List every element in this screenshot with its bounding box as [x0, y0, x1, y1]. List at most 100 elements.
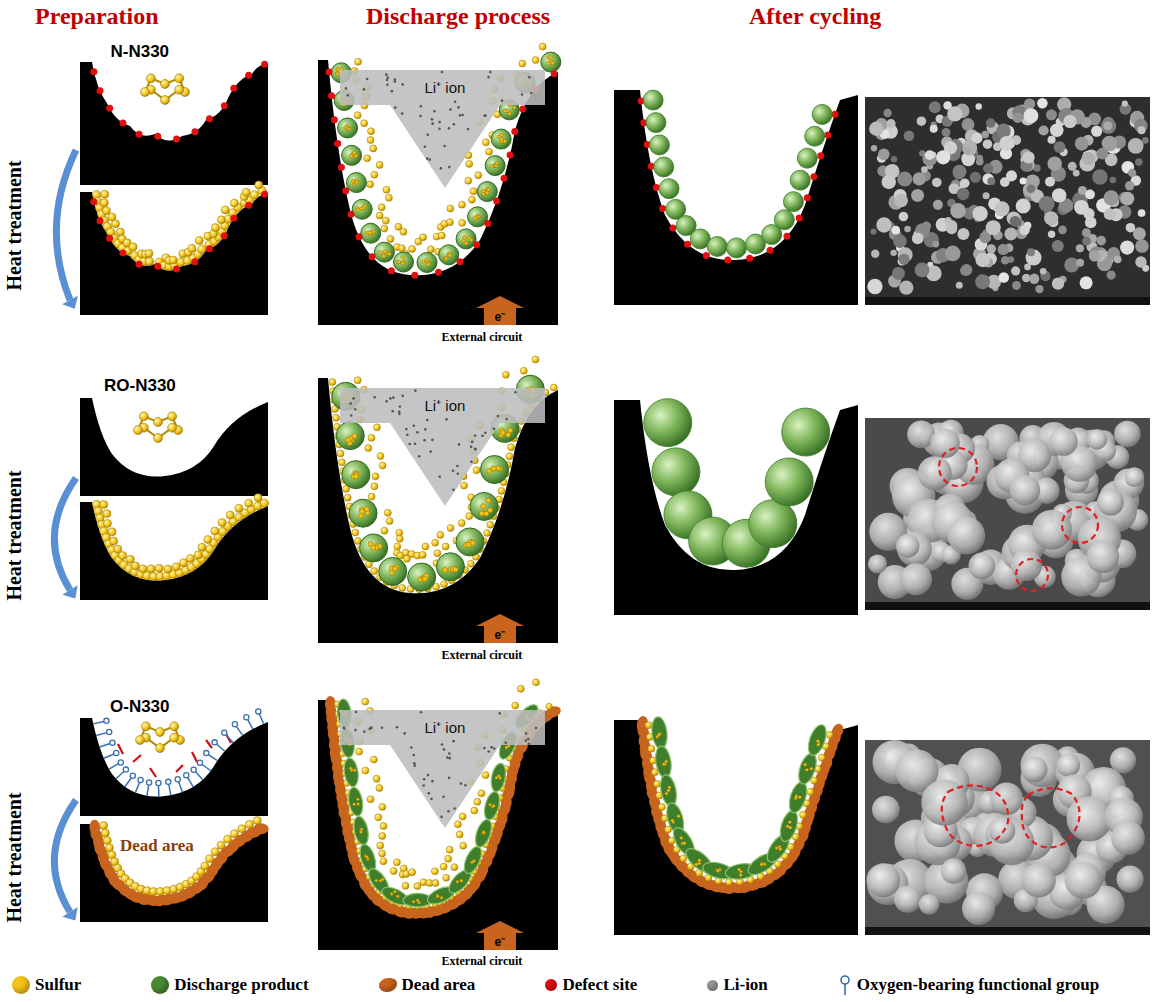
- dead-area-path: [328, 700, 558, 915]
- sulfur-particle: [440, 896, 443, 899]
- sulfur-particle: [412, 900, 415, 903]
- discharge-product: [652, 448, 700, 496]
- li-ion: [452, 469, 455, 472]
- defect-site: [369, 253, 376, 260]
- sem-particle: [1142, 137, 1149, 144]
- heat-arrow: [56, 150, 76, 300]
- sem-particle: [904, 226, 911, 233]
- li-ion: [527, 738, 530, 741]
- defect-site: [493, 198, 500, 205]
- sulfur-particle: [371, 483, 378, 490]
- defect-site: [136, 131, 143, 138]
- sem-particle: [1082, 152, 1095, 165]
- sulfur-particle: [471, 807, 478, 814]
- sem-particle: [878, 148, 890, 160]
- sulfur-particle: [446, 846, 453, 853]
- sulfur-particle: [359, 831, 362, 834]
- sulfur-particle: [470, 188, 477, 195]
- sem-particle: [953, 165, 967, 179]
- sulfur-particle: [145, 249, 153, 257]
- sulfur-atom: [134, 426, 143, 435]
- sem-particle: [957, 188, 969, 200]
- sulfur-particle: [458, 201, 465, 208]
- sem-particle: [904, 130, 914, 140]
- red-dash: [206, 740, 212, 748]
- legend-text: Dead area: [402, 975, 476, 995]
- li-ion: [342, 726, 345, 729]
- sulfur-particle: [653, 780, 660, 787]
- sem-highlights: [939, 448, 1098, 847]
- sulfur-particle: [549, 56, 553, 60]
- defect-site: [473, 241, 480, 248]
- sem-particle: [1027, 248, 1035, 256]
- sulfur-particle: [336, 72, 340, 76]
- sulfur-particle: [372, 473, 379, 480]
- sulfur-path: [92, 502, 268, 581]
- sem-particle: [948, 517, 986, 555]
- sem-particle: [983, 163, 993, 173]
- defect-site: [507, 152, 514, 159]
- li-ion: [399, 405, 402, 408]
- sulfur-particle: [362, 767, 369, 774]
- sulfur-particle: [147, 565, 155, 573]
- discharge-product: [489, 762, 508, 793]
- carbon-particle: [80, 398, 268, 496]
- functional-group-head: [156, 780, 161, 785]
- sem-image: [865, 97, 1150, 305]
- li-ion: [443, 145, 446, 148]
- sem-particle: [1114, 421, 1140, 447]
- sem-particle: [975, 274, 990, 289]
- red-dash: [133, 755, 141, 762]
- sulfur-particle: [503, 109, 507, 113]
- sulfur-particle: [422, 543, 429, 550]
- li-ion: [431, 780, 434, 783]
- sulfur-particle: [396, 535, 403, 542]
- sulfur-particle: [426, 263, 430, 267]
- sem-particle: [983, 139, 993, 149]
- sulfur-particle: [489, 803, 492, 806]
- sulfur-particle: [456, 880, 459, 883]
- sem-particle: [981, 131, 989, 139]
- li-ion: [453, 123, 456, 126]
- sem-particle: [1039, 125, 1049, 135]
- sulfur-particle: [761, 862, 764, 865]
- sem-particle: [1006, 170, 1017, 181]
- sulfur-particle: [394, 543, 401, 550]
- product-path: [328, 700, 558, 915]
- sulfur-particle: [383, 250, 387, 254]
- sulfur-particle: [103, 836, 111, 844]
- li-ion: [343, 727, 346, 730]
- sem-particle: [1011, 266, 1020, 275]
- li-ion: [389, 397, 392, 400]
- sulfur-particle: [368, 434, 375, 441]
- discharge-product: [659, 179, 679, 199]
- sulfur-particle: [145, 257, 153, 265]
- sulfur-particle: [384, 509, 391, 516]
- sulfur-particle: [425, 258, 429, 262]
- li-ion: [483, 747, 486, 750]
- product-path: [640, 720, 840, 890]
- sem-particle: [1096, 236, 1106, 246]
- functional-group-stem: [248, 719, 253, 729]
- sem-particle: [950, 203, 966, 219]
- sulfur-particle: [798, 796, 801, 799]
- discharge-product: [783, 192, 803, 212]
- sem-particle: [975, 253, 990, 268]
- li-ion: [470, 460, 473, 463]
- li-ion: [355, 711, 358, 714]
- li-ion: [441, 743, 444, 746]
- sulfur-particle: [379, 803, 386, 810]
- sulfur-particle: [221, 206, 229, 214]
- discharge-product: [374, 242, 394, 262]
- discharge-product: [352, 199, 372, 219]
- sulfur-particle: [459, 813, 466, 820]
- sem-info-bar: [865, 602, 1150, 610]
- defect-site: [261, 61, 268, 68]
- functional-group-path: [92, 718, 268, 797]
- sem-particle: [1082, 237, 1091, 246]
- sem-particle: [1058, 226, 1067, 235]
- li-ion: [467, 128, 470, 131]
- sem-particle: [986, 118, 996, 128]
- discharge-product: [470, 492, 498, 520]
- sem-particle: [925, 150, 935, 160]
